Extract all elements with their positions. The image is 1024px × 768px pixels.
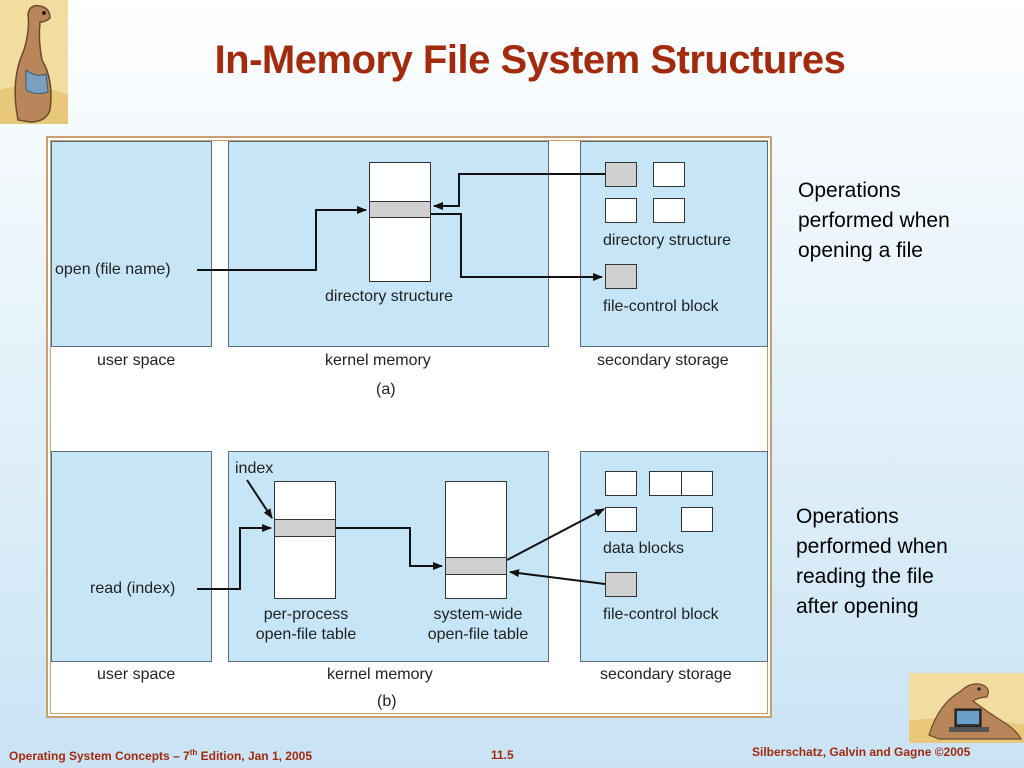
panel-b-user-space [51, 451, 212, 662]
open-call-label: open (file name) [55, 261, 171, 278]
caption-a: (a) [376, 381, 396, 398]
note-reading: Operations performed when reading the fi… [796, 505, 948, 618]
arrow-system-wide-to-data-blocks [506, 508, 605, 561]
system-wide-entry-highlight [445, 557, 507, 575]
panel-a-user-space [51, 141, 212, 347]
per-process-entry-highlight [274, 519, 336, 537]
data-block [681, 507, 713, 532]
storage-fcb-label: file-control block [603, 298, 719, 315]
data-block [681, 471, 713, 496]
footer-page-number: 11.5 [491, 748, 514, 762]
kernel-directory-structure [369, 162, 431, 282]
slide-title: In-Memory File System Structures [214, 38, 846, 82]
footer-authors: Silberschatz, Galvin and Gagne ©2005 [752, 745, 971, 759]
directory-entry-highlight [369, 201, 431, 218]
kernel-directory-label: directory structure [325, 288, 454, 305]
column-user-space: user space [97, 666, 176, 683]
data-block [605, 471, 637, 496]
data-blocks-label: data blocks [603, 540, 684, 557]
caption-b: (b) [377, 693, 397, 710]
footer-course: Operating System Concepts – 7th Edition,… [9, 748, 313, 763]
storage-dir-block [653, 162, 685, 187]
arrow-storage-to-directory [433, 173, 605, 210]
read-call-label: read (index) [90, 580, 176, 597]
storage-directory-label: directory structure [603, 232, 732, 249]
storage-fcb-label: file-control block [603, 606, 719, 623]
storage-dir-block [605, 162, 637, 187]
per-process-table-label: per-process open-file table [255, 606, 357, 643]
dinosaur-laptop-icon [909, 673, 1024, 743]
arrow-fcb-to-system-wide [509, 569, 606, 585]
column-kernel-memory: kernel memory [325, 352, 431, 369]
column-user-space: user space [97, 352, 176, 369]
index-label: index [235, 460, 274, 477]
arrow-directory-to-fcb [431, 213, 603, 281]
storage-fcb-block [605, 572, 637, 597]
system-wide-open-file-table [445, 481, 507, 599]
note-opening: Operations performed when opening a file [798, 179, 950, 262]
storage-dir-block [653, 198, 685, 223]
storage-dir-block [605, 198, 637, 223]
column-secondary-storage: secondary storage [597, 352, 729, 369]
arrow-per-process-to-system-wide [336, 527, 443, 570]
per-process-open-file-table [274, 481, 336, 599]
column-secondary-storage: secondary storage [600, 666, 732, 683]
arrow-open-to-directory [197, 206, 367, 271]
system-wide-table-label: system-wide open-file table [427, 606, 529, 643]
column-kernel-memory: kernel memory [327, 666, 433, 683]
data-block [605, 507, 637, 532]
arrow-read-to-per-process [197, 524, 272, 590]
arrow-index [246, 479, 273, 519]
storage-fcb-block [605, 264, 637, 289]
dinosaur-mascot-icon [0, 0, 68, 124]
data-block [649, 471, 682, 496]
